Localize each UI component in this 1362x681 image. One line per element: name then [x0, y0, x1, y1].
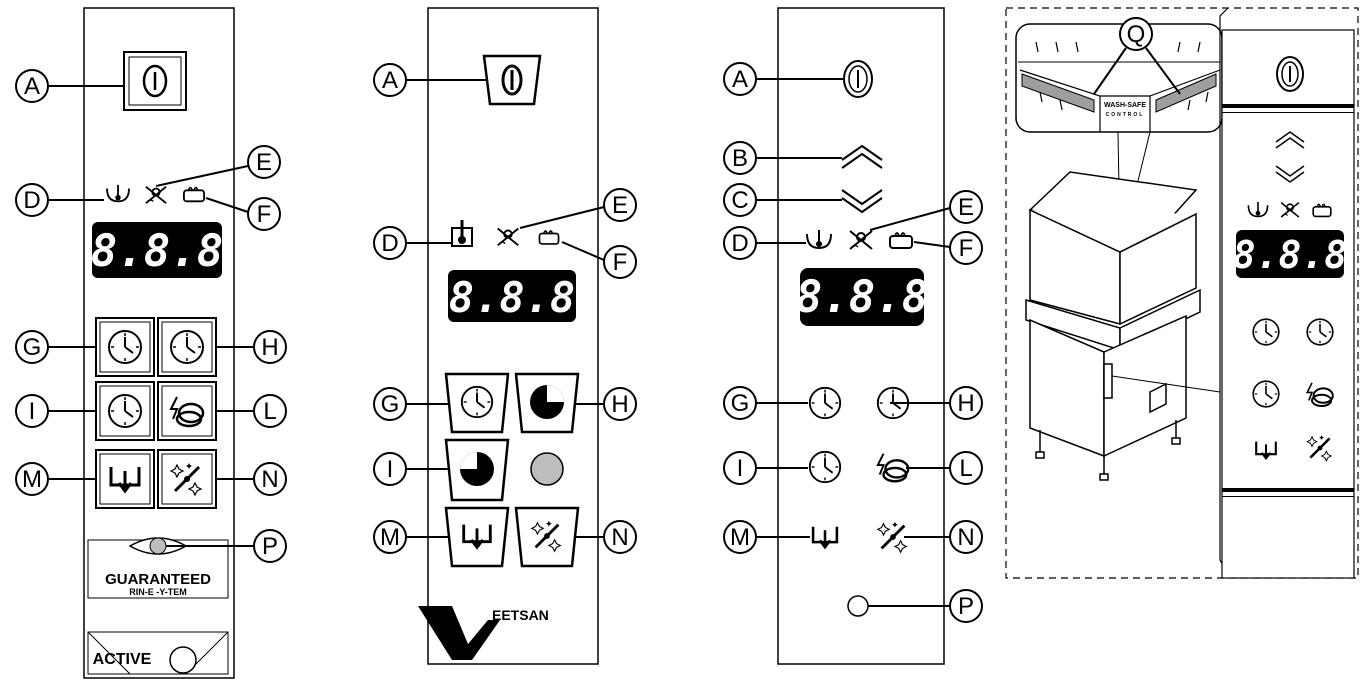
- power-icon: [142, 64, 168, 98]
- cycle-1-button-4[interactable]: [1252, 318, 1280, 346]
- callout-g-3: G: [731, 390, 750, 417]
- panel-1-callouts: A D E F G H I L M N P: [15, 69, 287, 563]
- display-digits-2: 8.8.8: [449, 273, 575, 322]
- callout-i-3: I: [737, 455, 744, 482]
- callout-i: I: [29, 398, 36, 425]
- callout-e: E: [256, 149, 272, 176]
- logo-active-text: ACTIVE: [93, 651, 152, 668]
- callout-h-3: H: [957, 390, 974, 417]
- rinse-led: [149, 537, 167, 555]
- brand-logo-mark: [418, 606, 500, 660]
- callout-p-3: P: [958, 593, 974, 620]
- callout-e-3: E: [958, 194, 974, 221]
- status-led-3: [847, 595, 869, 617]
- tank-heater-icon-2: [451, 220, 473, 247]
- cycle-3-button-4[interactable]: [1252, 380, 1280, 408]
- callout-d: D: [23, 187, 40, 214]
- control-strip: [1221, 29, 1355, 579]
- control-label: CONTROL: [1106, 112, 1145, 118]
- callout-i-2: I: [387, 456, 394, 483]
- logo-guaranteed-line2: RIN-E -Y-TEM: [129, 587, 187, 597]
- callout-d-2: D: [381, 230, 398, 257]
- callout-d-3: D: [731, 230, 748, 257]
- callout-m-2: M: [380, 524, 400, 551]
- down-arrow-button-4[interactable]: [1275, 165, 1305, 183]
- clock-2-icon: [170, 330, 204, 364]
- hood-inset: WASH-SAFE CONTROL: [1015, 23, 1223, 133]
- down-arrow-button[interactable]: [841, 189, 883, 214]
- display-screen-2: [448, 270, 576, 322]
- panel-1: 8.8.8 GUARANTEED RIN-E -Y-TEM AC: [83, 7, 235, 679]
- power-icon-2: [501, 64, 523, 96]
- dishwasher-machine: [1025, 171, 1201, 481]
- callout-a: A: [24, 73, 40, 100]
- active-logo: [87, 631, 229, 675]
- callout-q: Q: [1127, 21, 1146, 48]
- callout-n: N: [261, 466, 278, 493]
- callout-n-3: N: [957, 524, 974, 551]
- display-screen: [92, 222, 222, 278]
- power-icon-3: [848, 65, 868, 93]
- callout-l: L: [263, 398, 276, 425]
- cycle-2-button-4[interactable]: [1306, 318, 1334, 346]
- up-arrow-button[interactable]: [841, 144, 883, 169]
- callout-e-2: E: [612, 192, 628, 219]
- display-digits-4: 8.8.8: [1233, 233, 1347, 277]
- panel-4: WASH-SAFE CONTROL Q: [1005, 7, 1359, 579]
- panel-3-callouts: A B C D E F G H I L M N: [723, 62, 983, 623]
- wash-safe-label: WASH-SAFE: [1104, 102, 1146, 109]
- callout-p: P: [262, 533, 278, 560]
- callout-m: M: [22, 466, 42, 493]
- callout-h-2: H: [611, 391, 628, 418]
- clock-3-icon: [108, 394, 142, 428]
- callout-c-3: C: [731, 187, 748, 214]
- callout-f-3: F: [959, 235, 974, 262]
- callout-b-3: B: [732, 145, 748, 172]
- panel-3-frame: [777, 7, 945, 665]
- display-digits: 8.8.8: [91, 226, 223, 277]
- clock-1-icon-2: [460, 385, 494, 419]
- callout-f: F: [257, 201, 272, 228]
- callout-l-3: L: [959, 455, 972, 482]
- status-led-2: [530, 452, 564, 486]
- callout-g: G: [23, 334, 42, 361]
- callout-a-3: A: [732, 66, 748, 93]
- cycle-3-button-3[interactable]: [808, 450, 842, 484]
- display-digits-3: 8.8.8: [796, 272, 928, 323]
- callout-m-3: M: [730, 524, 750, 551]
- callout-n-2: N: [611, 524, 628, 551]
- display-screen-3: [800, 268, 924, 326]
- callout-f-2: F: [613, 249, 628, 276]
- callout-g-2: G: [381, 391, 400, 418]
- up-arrow-button-4[interactable]: [1275, 131, 1305, 149]
- panel-2: 8.8.8 EETSAN: [418, 7, 599, 665]
- display-screen-4: [1236, 230, 1344, 278]
- clock-1-icon: [108, 330, 142, 364]
- panel-2-callouts: A D E F G H I M N: [373, 63, 637, 554]
- brand-text: EETSAN: [492, 607, 549, 623]
- cycle-1-button-3[interactable]: [808, 386, 842, 420]
- callout-h: H: [261, 334, 278, 361]
- detail-dashed-frame: [1005, 7, 1359, 579]
- callout-a-2: A: [382, 67, 398, 94]
- panel-3: 8.8.8: [777, 7, 945, 665]
- logo-guaranteed-line1: GUARANTEED: [105, 571, 211, 588]
